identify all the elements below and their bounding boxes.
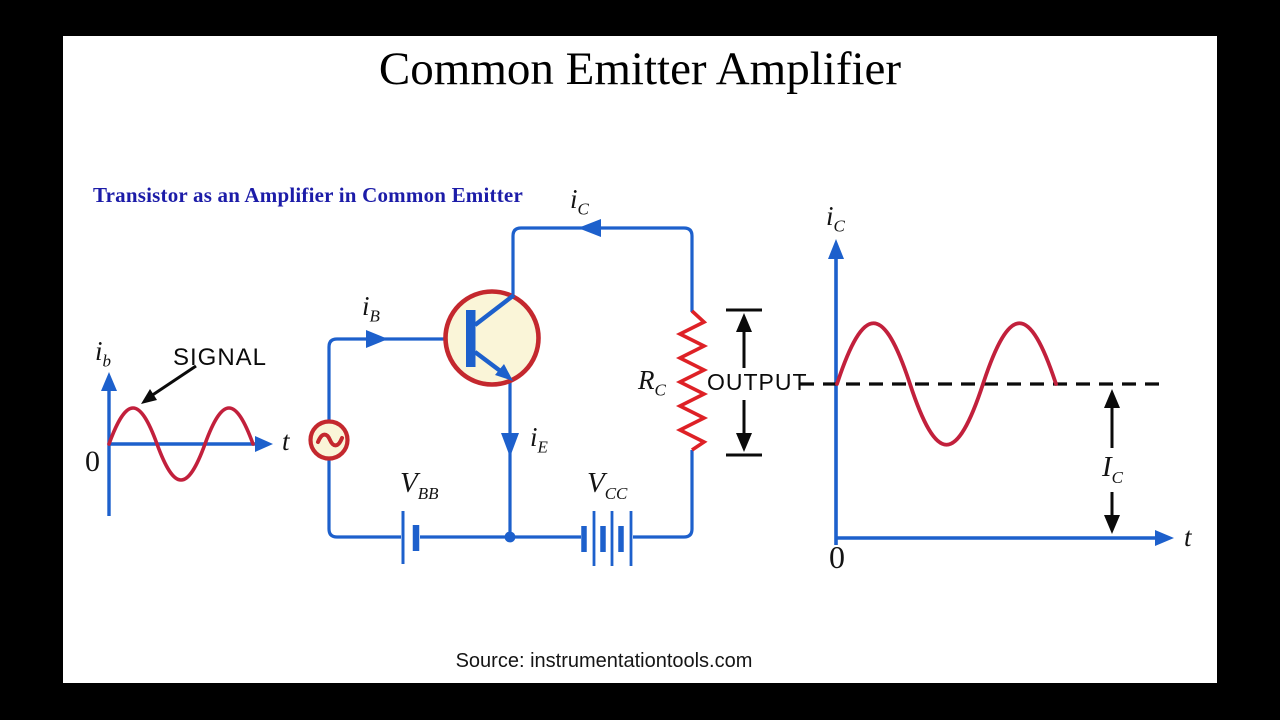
output-origin-label: 0: [829, 539, 845, 575]
ie-current-label: iE: [530, 422, 548, 457]
vbb-label: VBB: [400, 467, 439, 503]
output-label: OUTPUT: [707, 369, 808, 395]
page-title: Common Emitter Amplifier: [378, 43, 902, 95]
input-origin-label: 0: [85, 445, 100, 478]
output-t-axis-label: t: [1184, 522, 1192, 552]
ib-current-label: iB: [362, 291, 380, 326]
ic-axis-label: iC: [826, 201, 845, 236]
ic-current-label: iC: [570, 184, 589, 219]
rc-label: RC: [638, 365, 666, 400]
vcc-label: VCC: [587, 467, 628, 503]
diagram-subtitle: Transistor as an Amplifier in Common Emi…: [93, 183, 523, 207]
ic-dc-level-label: IC: [1102, 451, 1124, 487]
source-credit: Source: instrumentationtools.com: [455, 650, 753, 672]
ib-axis-label: ib: [95, 336, 112, 371]
input-t-axis-label: t: [282, 426, 290, 456]
signal-label: SIGNAL: [173, 344, 268, 371]
